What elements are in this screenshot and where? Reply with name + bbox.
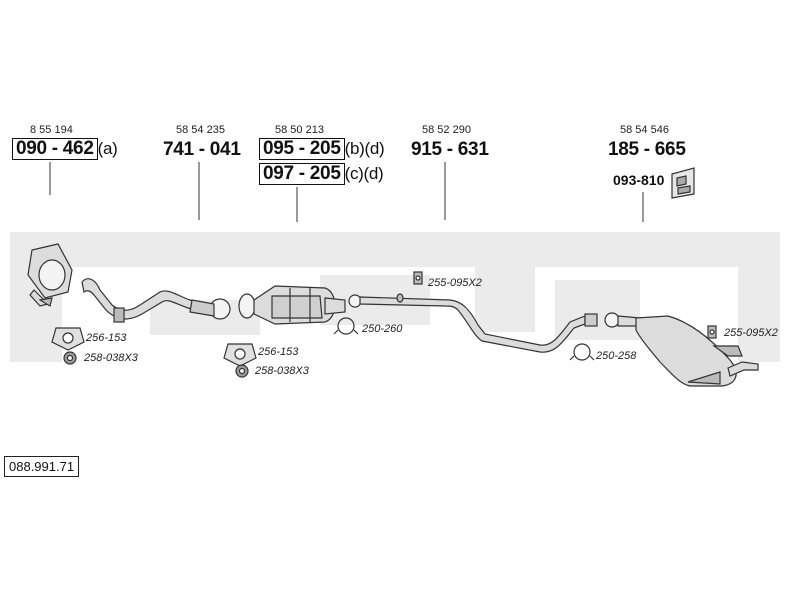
part-suffix: (a) [97,139,118,158]
part-number-group: 095 - 205(b)(d) [259,138,385,160]
nut-icon [63,351,77,365]
leader-lines [49,162,644,222]
oem-number: 58 54 235 [176,124,225,136]
part-number[interactable]: 741 - 041 [163,139,241,160]
oem-number: 58 52 290 [422,124,471,136]
rear-silencer-part [604,312,759,387]
accessory-label[interactable]: 258-038X3 [255,365,309,377]
part-number-group: 097 - 205(c)(d) [259,163,384,185]
diesel-particulate-filter-part [238,285,346,325]
clamp-icon [569,343,595,361]
nut-icon [235,364,249,378]
accessory-label[interactable]: 258-038X3 [84,352,138,364]
part-suffix: (b)(d) [344,139,385,158]
gasket-icon [51,327,85,351]
accessory-label[interactable]: 256-153 [258,346,299,358]
catalytic-converter-part [27,243,73,307]
accessory-label[interactable]: 250-258 [596,350,637,362]
part-number-group: 090 - 462(a) [12,138,118,160]
mounting-kit-icon [671,167,695,199]
part-number[interactable]: 097 - 205 [259,163,345,185]
part-suffix: (c)(d) [344,164,384,183]
oem-number: 58 54 546 [620,124,669,136]
accessory-label[interactable]: 256-153 [86,332,127,344]
front-pipe-part [81,278,231,323]
intermediate-pipe-part [348,293,598,353]
accessory-label[interactable]: 250-260 [362,323,403,335]
oem-number: 8 55 194 [30,124,73,136]
part-number[interactable]: 915 - 631 [411,139,489,160]
part-number[interactable]: 185 - 665 [608,139,686,160]
oem-number: 58 50 213 [275,124,324,136]
part-number[interactable]: 090 - 462 [12,138,98,160]
accessory-label[interactable]: 255-095X2 [428,277,482,289]
reference-number: 088.991.71 [4,456,80,477]
part-number[interactable]: 095 - 205 [259,138,345,160]
rubber-mount-icon [707,325,717,339]
rubber-mount-icon [413,271,423,285]
part-number[interactable]: 093-810 [613,172,665,188]
gasket-icon [223,343,257,367]
accessory-label[interactable]: 255-095X2 [724,327,778,339]
clamp-icon [333,317,359,335]
